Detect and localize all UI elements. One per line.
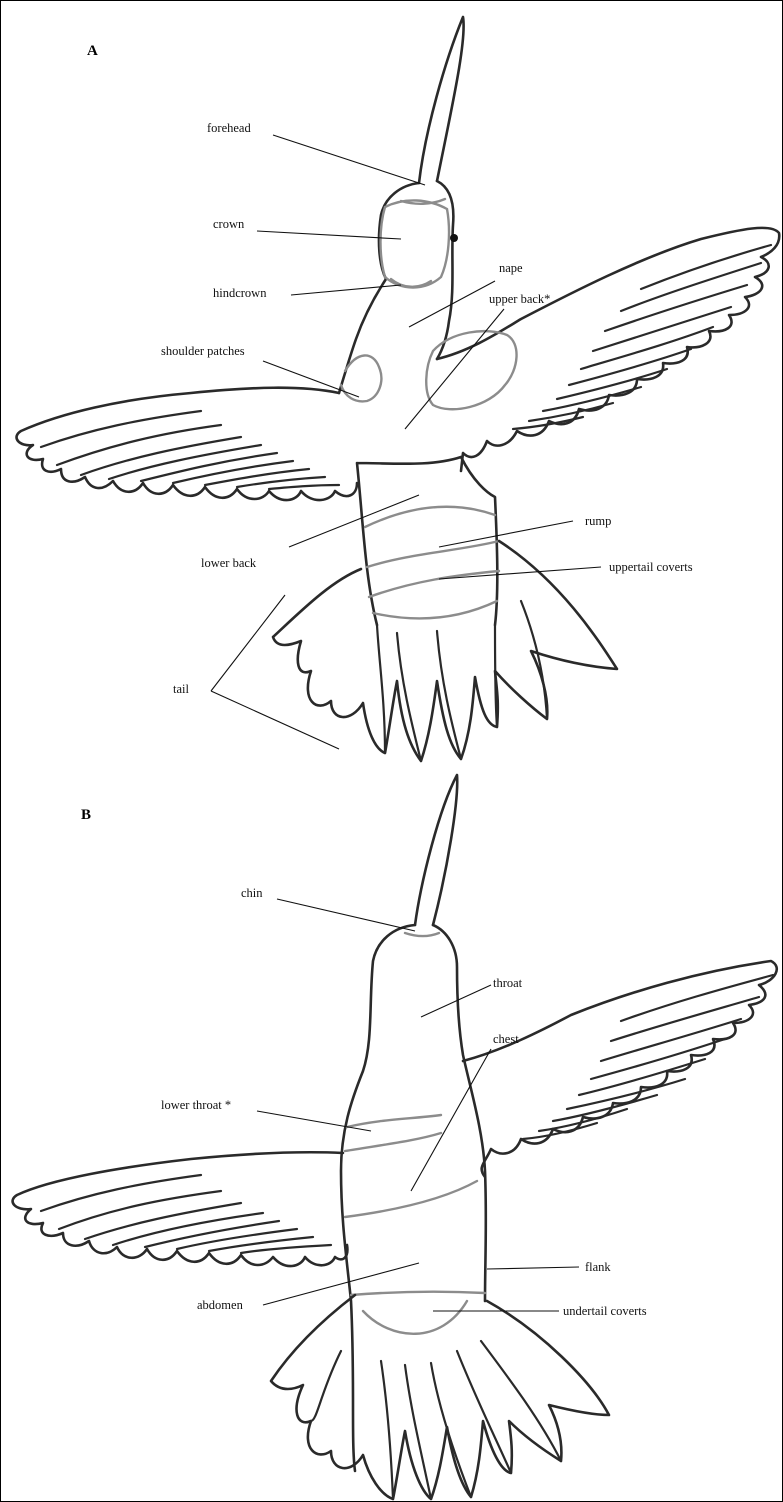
- panel-label-b: B: [81, 807, 91, 823]
- label-flank: flank: [585, 1260, 611, 1274]
- label-nape: nape: [499, 261, 523, 275]
- bird-dorsal-view: [17, 17, 780, 761]
- leader-lines-a: [211, 135, 601, 749]
- lower-body-a: [357, 457, 497, 625]
- label-hindcrown: hindcrown: [213, 286, 267, 300]
- label-shoulder-patches: shoulder patches: [161, 344, 245, 358]
- label-lower-throat: lower throat *: [161, 1098, 231, 1112]
- panel-label-a: A: [87, 43, 98, 59]
- eye-a: [450, 234, 458, 242]
- label-uppertail-coverts: uppertail coverts: [609, 560, 693, 574]
- label-lower-back: lower back: [201, 556, 257, 570]
- bill-b: [415, 775, 457, 925]
- crown-outline: [381, 200, 450, 287]
- left-wing-feathers-b: [41, 1175, 331, 1253]
- right-wing-a: [437, 228, 779, 471]
- bird-ventral-view: [13, 775, 777, 1499]
- body-outline-b: [341, 925, 486, 1471]
- right-wing-feathers-a: [513, 245, 771, 429]
- label-chin: chin: [241, 886, 263, 900]
- label-rump: rump: [585, 514, 611, 528]
- label-forehead: forehead: [207, 121, 251, 135]
- label-crown: crown: [213, 217, 245, 231]
- right-wing-feathers-b: [523, 975, 773, 1139]
- tail-a: [273, 541, 617, 761]
- right-shoulder-patch: [426, 331, 516, 409]
- left-wing-a: [17, 388, 357, 500]
- tail-feathers-a: [377, 601, 547, 761]
- right-wing-b: [463, 961, 777, 1177]
- head-body-outline-a: [339, 181, 453, 393]
- back-bands-a: [365, 507, 499, 619]
- bill-a: [419, 17, 464, 183]
- label-tail: tail: [173, 682, 189, 696]
- tail-feathers-b: [311, 1341, 561, 1499]
- label-undertail-coverts: undertail coverts: [563, 1304, 647, 1318]
- label-upper-back: upper back*: [489, 292, 550, 306]
- label-chest: chest: [493, 1032, 519, 1046]
- leader-lines-b: [257, 899, 579, 1311]
- ventral-bands: [345, 933, 485, 1334]
- label-throat: throat: [493, 976, 523, 990]
- label-abdomen: abdomen: [197, 1298, 244, 1312]
